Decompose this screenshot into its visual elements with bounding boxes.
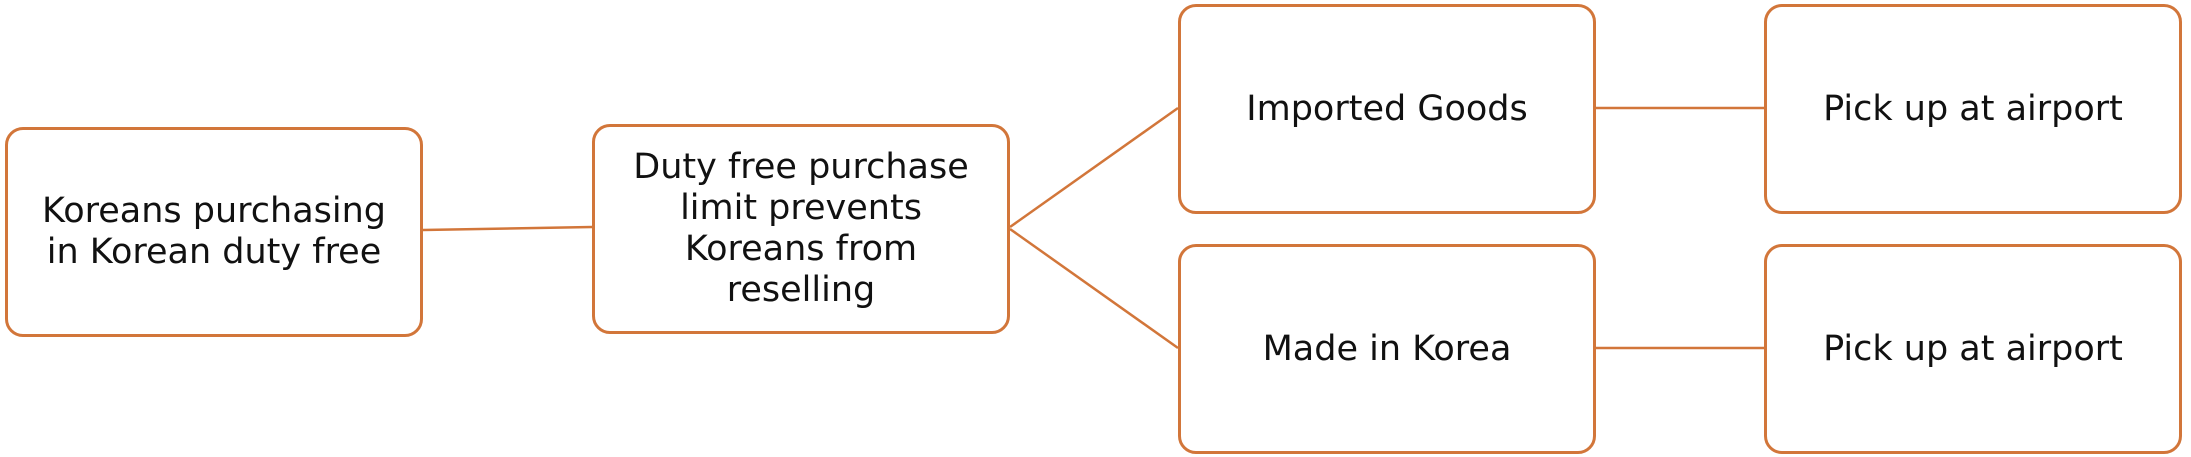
connector-n2-n4 <box>1009 227 1179 350</box>
node-label: Koreans purchasing in Korean duty free <box>41 191 387 272</box>
node-duty-free-limit: Duty free purchase limit prevents Korean… <box>592 124 1010 334</box>
node-label: Imported Goods <box>1246 88 1528 129</box>
node-made-in-korea: Made in Korea <box>1178 244 1596 454</box>
node-label: Pick up at airport <box>1823 328 2123 369</box>
connector-n1-n2 <box>422 225 593 232</box>
node-imported-goods: Imported Goods <box>1178 4 1596 214</box>
node-koreans-purchasing: Koreans purchasing in Korean duty free <box>5 127 423 337</box>
node-pickup-airport-top: Pick up at airport <box>1764 4 2182 214</box>
node-label: Pick up at airport <box>1823 88 2123 129</box>
connector-n2-n3 <box>1009 106 1179 229</box>
node-label: Made in Korea <box>1262 328 1512 369</box>
node-pickup-airport-bottom: Pick up at airport <box>1764 244 2182 454</box>
node-label: Duty free purchase limit prevents Korean… <box>633 147 969 310</box>
